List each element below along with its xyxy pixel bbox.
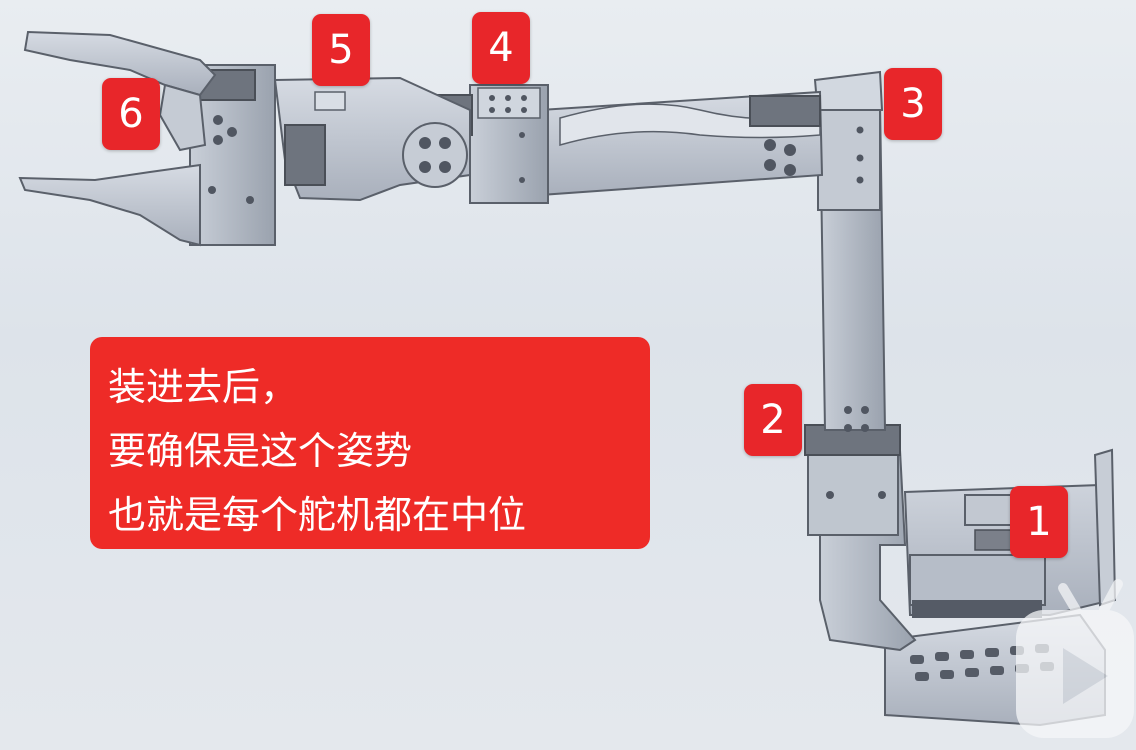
servo-label-1: 1: [1010, 486, 1068, 558]
upper-arm-vertical: [813, 70, 887, 432]
gripper-upper-finger: [23, 30, 217, 152]
servo-label-2: 2: [744, 384, 802, 456]
servo-label-4: 4: [472, 12, 530, 84]
instruction-caption: 装进去后， 要确保是这个姿势 也就是每个舵机都在中位: [90, 337, 650, 549]
caption-line-3: 也就是每个舵机都在中位: [108, 493, 527, 537]
gripper-lower-finger: [18, 163, 201, 247]
wrist-rotator: [273, 76, 471, 202]
forearm-horizontal: [539, 90, 824, 197]
lower-bracket: [804, 424, 917, 652]
caption-line-2: 要确保是这个姿势: [108, 429, 413, 473]
servo-label-5: 5: [312, 14, 370, 86]
video-app-logo-icon: [1016, 579, 1134, 738]
caption-line-1: 装进去后，: [108, 365, 299, 409]
servo-label-6: 6: [102, 78, 160, 150]
servo-label-3: 3: [884, 68, 942, 140]
